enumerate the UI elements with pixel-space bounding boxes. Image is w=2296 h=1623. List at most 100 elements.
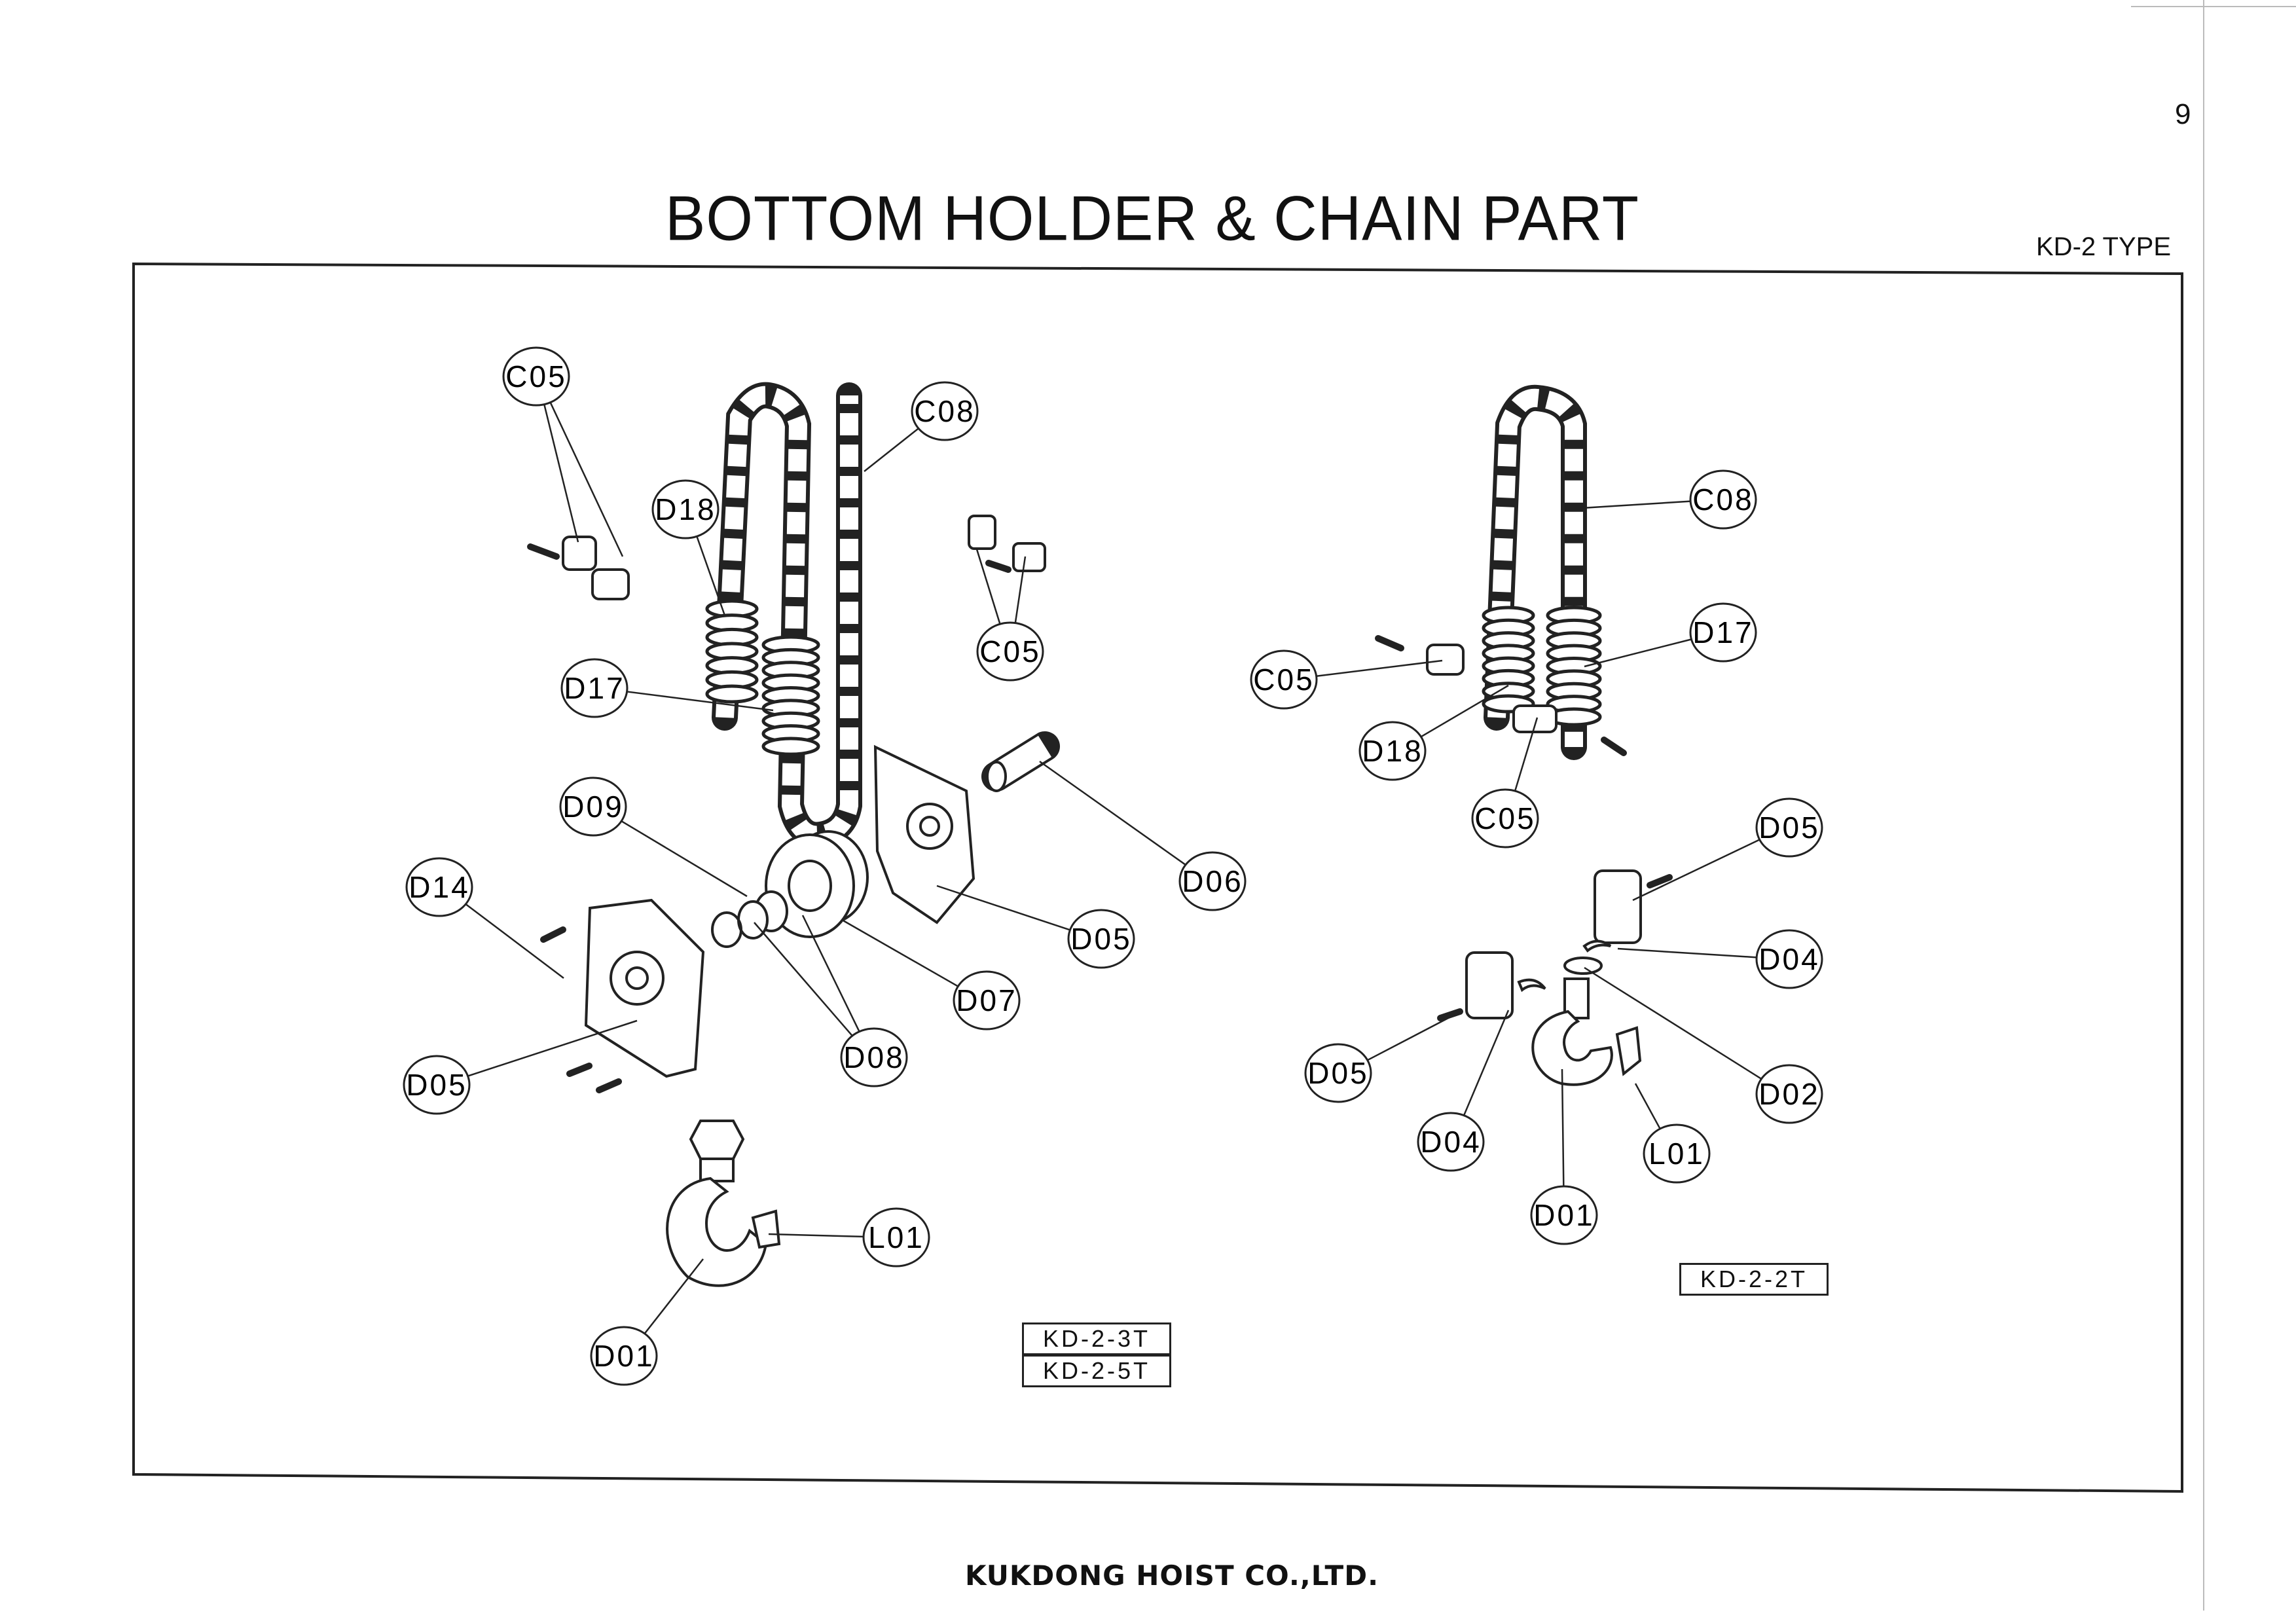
part-number: D05 [406,1068,467,1102]
leader-line [1584,966,1762,1080]
leader-line [1420,684,1509,738]
callout-bubble [862,1207,930,1267]
part-number: D01 [593,1339,654,1373]
part-number: D17 [564,671,625,705]
callout-bubble [559,776,627,837]
part-number: C05 [1253,663,1314,697]
leader-line [627,691,774,712]
part-callout: D18 [651,479,720,539]
callout-bubble [1643,1123,1711,1184]
spring-coil [761,737,820,756]
hook-right [1517,939,1642,1086]
part-callout: D01 [590,1326,658,1386]
callout-bubble [911,381,979,441]
part-number: D04 [1758,942,1819,976]
leader-line [1632,839,1760,902]
callout-bubble [840,1027,908,1087]
callout-bubble [1755,1064,1823,1124]
part-number: D05 [1758,811,1819,845]
part-callout: C08 [1689,469,1757,530]
leader-line [543,404,579,543]
leader-line [754,922,853,1036]
part-number: D05 [1070,922,1131,956]
part-number: D18 [655,492,716,526]
company-footer: KUKDONG HOIST CO.,LTD. [964,1559,1379,1592]
callout-bubble [1417,1112,1485,1172]
callout-bubble [1304,1043,1372,1103]
part-number: L01 [1649,1137,1705,1171]
leader-line [1561,1068,1565,1187]
callout-bubble [651,479,720,539]
leader-line [864,428,919,472]
callout-bubble [405,857,473,917]
callout-bubble [1178,851,1247,911]
part-callout: D04 [1755,929,1823,989]
leader-lines [465,402,1762,1334]
leader-line [1367,1016,1450,1061]
leader-line [1039,760,1186,866]
part-callout: D17 [560,658,629,718]
leader-line [1581,500,1691,509]
leader-line [801,915,860,1032]
callout-bubble [1067,909,1135,969]
part-callout: D09 [559,776,627,837]
part-number: C05 [505,359,566,393]
part-callout: D14 [405,857,473,917]
type-label: KD-2 TYPE [2036,232,2171,261]
callout-bubble [953,970,1021,1030]
parts-illustrations [527,382,1673,1287]
part-number: D01 [1533,1198,1594,1232]
hook-left [666,1120,781,1287]
part-number: D14 [409,870,469,904]
part-callout: C05 [502,346,570,407]
leader-line [465,903,564,979]
part-callout: L01 [862,1207,930,1267]
leader-line [975,549,1001,625]
leader-line [1316,659,1443,678]
part-callout: D04 [1417,1112,1485,1172]
load-chain-right [1484,384,1587,760]
bolts [527,543,1673,1093]
part-number: D07 [956,983,1017,1017]
model-label-kd-2-2t: KD-2-2T [1679,1263,1829,1296]
callout-bubble [1358,721,1427,781]
part-number: L01 [868,1220,924,1254]
part-callout: D18 [1358,721,1427,781]
part-callout: L01 [1643,1123,1711,1184]
callout-bubble [1689,469,1757,530]
part-number: D18 [1362,734,1423,768]
part-number: D05 [1307,1056,1368,1090]
part-number: C08 [914,394,975,428]
snap-ring [711,911,742,948]
leader-line [467,1019,638,1077]
part-callout: C05 [976,621,1044,682]
page-title: BOTTOM HOLDER & CHAIN PART [665,183,1639,254]
part-number: D02 [1758,1077,1819,1111]
leader-line [1463,1010,1510,1116]
part-callout: C05 [1250,649,1318,710]
chain-holders [562,515,1642,1019]
leader-line [768,1233,864,1238]
leader-line [549,402,624,557]
diagram-frame [132,262,2183,1493]
part-callout: D05 [1067,909,1135,969]
leader-line [644,1258,704,1334]
part-number: C05 [979,634,1040,668]
part-callout: D08 [840,1027,908,1087]
part-callout: C08 [911,381,979,441]
callout-bubble [1755,797,1823,858]
leader-line [1617,947,1757,958]
leader-line [1014,556,1027,623]
part-callout: D02 [1755,1064,1823,1124]
part-callout: D07 [953,970,1021,1030]
callout-bubble [560,658,629,718]
part-callout: D06 [1178,851,1247,911]
callout-bubble [1689,602,1757,663]
part-callout: D05 [1755,797,1823,858]
callout-bubble [502,346,570,407]
leader-line [841,919,958,987]
leader-line [1634,1083,1661,1129]
